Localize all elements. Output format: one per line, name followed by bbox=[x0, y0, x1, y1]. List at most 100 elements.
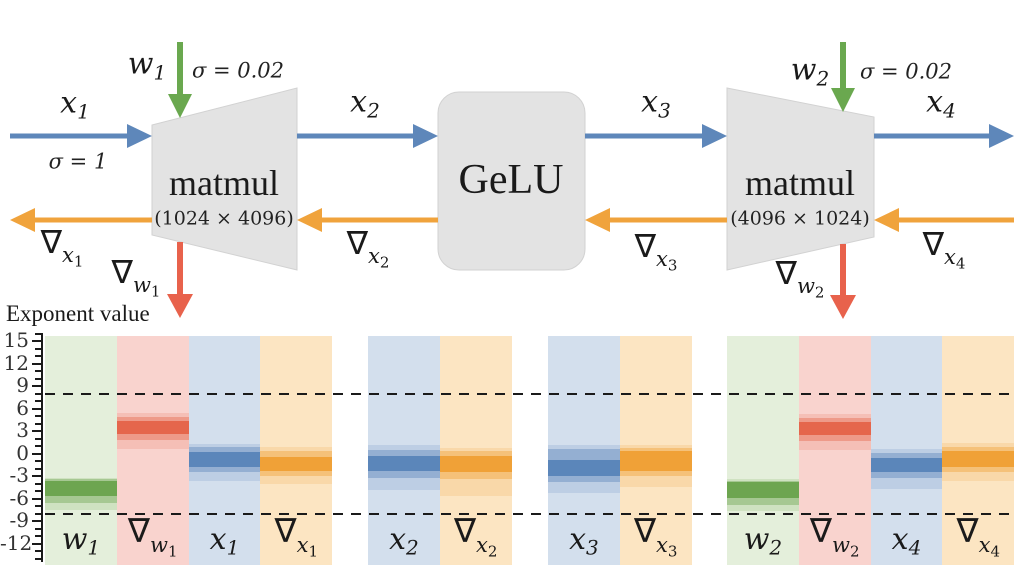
y-axis-tick-label--6: -6 bbox=[9, 485, 29, 510]
column-label-x4: x4 bbox=[891, 522, 922, 560]
column-label-w1: w1 bbox=[61, 522, 101, 560]
w2-input-arrow bbox=[831, 42, 855, 112]
representable-range-guide bbox=[45, 512, 1016, 515]
y-axis-tick-label--12: -12 bbox=[0, 530, 33, 555]
w1-input-arrow bbox=[168, 42, 192, 118]
y-axis-major-tick bbox=[32, 542, 41, 545]
exponent-column-grad_x2: ∇x2 bbox=[439, 336, 512, 565]
grad_x2-faint-band bbox=[439, 447, 512, 497]
y-axis-tick-label-6: 6 bbox=[16, 395, 29, 420]
y-axis-minor-tick bbox=[35, 370, 41, 372]
x1-core-band bbox=[188, 452, 261, 467]
x1-sigma-label: σ = 1 bbox=[48, 149, 108, 174]
column-label-grad_w1: ∇w1 bbox=[127, 511, 178, 560]
column-label-x1: x1 bbox=[209, 522, 240, 560]
w1-sigma-label: σ = 0.02 bbox=[191, 58, 285, 83]
y-axis-major-tick bbox=[32, 452, 41, 455]
y-axis-minor-tick bbox=[35, 505, 41, 507]
matmul2-name: matmul bbox=[745, 163, 855, 203]
y-axis-major-tick bbox=[32, 362, 41, 365]
exponent-column-w1: w1 bbox=[45, 336, 117, 565]
x1-label: x1 bbox=[60, 85, 90, 124]
column-label-grad_x3: ∇x3 bbox=[633, 511, 678, 560]
grad_w1-core-band bbox=[116, 421, 189, 434]
grad-x3-label: ∇x3 bbox=[634, 227, 678, 275]
x2-core-band bbox=[368, 455, 440, 471]
y-axis-major-tick bbox=[32, 520, 41, 522]
x4-forward-arrow bbox=[874, 124, 1014, 148]
matmul1-dims: (1024 × 4096) bbox=[154, 207, 294, 230]
grad_w2-core-band bbox=[798, 422, 871, 435]
y-axis-major-tick bbox=[32, 430, 41, 432]
exponent-column-grad_x3: ∇x3 bbox=[619, 336, 692, 565]
grad-x1-backward-arrow bbox=[10, 208, 152, 232]
x4-core-band bbox=[870, 458, 943, 473]
y-axis-minor-tick bbox=[35, 445, 41, 447]
grad-w2-label: ∇w2 bbox=[775, 254, 825, 302]
y-axis-tick-label-0: 0 bbox=[16, 440, 29, 465]
y-axis-minor-tick bbox=[35, 377, 41, 380]
column-label-grad_x1: ∇x1 bbox=[274, 511, 319, 560]
gelu-name: GeLU bbox=[458, 157, 564, 203]
y-axis-major-tick bbox=[32, 385, 41, 387]
grad_x4-core-band bbox=[942, 451, 1015, 467]
x3-core-band bbox=[548, 459, 620, 476]
x2-forward-arrow bbox=[297, 124, 438, 148]
y-axis-minor-tick bbox=[35, 535, 41, 537]
exponent-column-w2: w2 bbox=[727, 336, 799, 565]
y-axis-tick-label-15: 15 bbox=[3, 328, 29, 353]
y-axis-minor-tick bbox=[35, 355, 41, 357]
matmul2-box bbox=[726, 87, 875, 271]
grad-x4-backward-arrow bbox=[874, 208, 1014, 232]
y-axis-tick-label-12: 12 bbox=[3, 350, 29, 375]
y-axis-major-tick bbox=[32, 475, 41, 477]
x2-label: x2 bbox=[350, 84, 380, 123]
grad-x2-backward-arrow bbox=[297, 208, 438, 232]
column-label-x3: x3 bbox=[569, 522, 599, 560]
y-axis-major-tick bbox=[32, 407, 41, 410]
y-axis-minor-tick bbox=[35, 490, 41, 492]
grad-x3-backward-arrow bbox=[585, 208, 727, 232]
w1-label: w1 bbox=[127, 46, 167, 85]
exponent-column-x1: x1 bbox=[188, 336, 261, 565]
y-axis-minor-tick bbox=[35, 557, 41, 560]
w2-core-band bbox=[727, 482, 799, 498]
y-axis-minor-tick bbox=[35, 332, 41, 335]
w2-sigma-label: σ = 0.02 bbox=[859, 59, 953, 84]
exponent-column-x2: x2 bbox=[368, 336, 440, 565]
y-axis-title: Exponent value bbox=[6, 301, 150, 326]
y-axis-minor-tick bbox=[35, 392, 41, 395]
exponent-column-grad_x1: ∇x1 bbox=[260, 336, 333, 565]
y-axis-major-tick bbox=[32, 497, 41, 500]
exponent-column-grad_w1: ∇w1 bbox=[116, 336, 189, 565]
exponent-column-x4: x4 bbox=[870, 336, 943, 565]
grad-x4-label: ∇x4 bbox=[922, 225, 966, 273]
exponent-column-grad_w2: ∇w2 bbox=[798, 336, 871, 565]
y-axis-major-tick bbox=[32, 340, 41, 342]
x3-forward-arrow bbox=[585, 124, 727, 148]
y-axis-line bbox=[41, 333, 43, 562]
y-axis-minor-tick bbox=[35, 415, 41, 417]
column-label-grad_x2: ∇x2 bbox=[453, 511, 498, 560]
column-label-grad_x4: ∇x4 bbox=[956, 511, 1001, 560]
exponent-column-x3: x3 bbox=[548, 336, 620, 565]
x3-label: x3 bbox=[641, 84, 671, 123]
x1-forward-arrow bbox=[10, 124, 152, 148]
y-axis-minor-tick bbox=[35, 527, 41, 530]
y-axis-tick-label--3: -3 bbox=[9, 463, 29, 488]
grad-x2-label: ∇x2 bbox=[346, 224, 390, 272]
matmul2-dims: (4096 × 1024) bbox=[730, 207, 870, 230]
column-label-x2: x2 bbox=[389, 522, 419, 560]
grad-x1-label: ∇x1 bbox=[40, 223, 84, 271]
y-axis-minor-tick bbox=[35, 400, 41, 402]
y-axis-tick-label--9: -9 bbox=[9, 508, 29, 533]
y-axis-minor-tick bbox=[35, 422, 41, 425]
x4-label: x4 bbox=[926, 84, 956, 123]
matmul1-name: matmul bbox=[169, 163, 279, 203]
exponent-column-grad_x4: ∇x4 bbox=[942, 336, 1015, 565]
y-axis-minor-tick bbox=[35, 347, 41, 350]
y-axis-minor-tick bbox=[35, 437, 41, 440]
